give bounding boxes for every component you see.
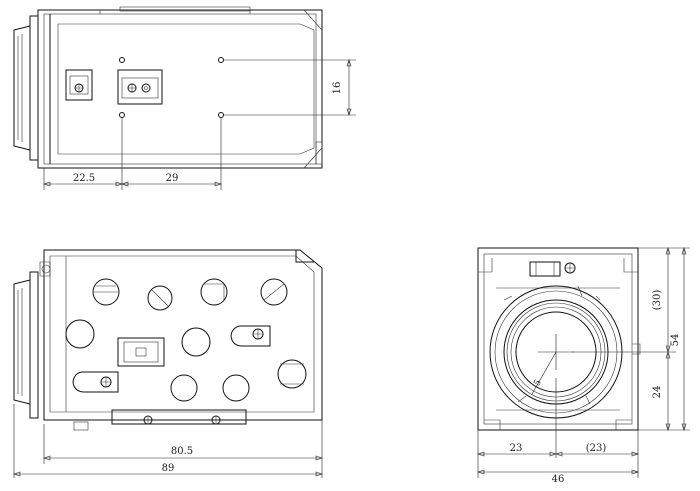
top-view-clip-left — [65, 69, 93, 101]
side-view-dimensions — [13, 404, 323, 478]
dim-side-80-5: 80.5 — [171, 446, 193, 457]
side-view-clip-right — [230, 325, 271, 347]
side-view: 80.5 89 — [13, 249, 323, 478]
side-view-openings — [65, 278, 307, 402]
top-view-clip-mid — [117, 69, 163, 105]
dim-front-30-paren: (30) — [652, 290, 663, 311]
top-view-dimensions — [43, 59, 356, 190]
top-view-mounting-holes — [119, 57, 224, 118]
top-view-body — [37, 6, 323, 169]
dim-front-23: 23 — [510, 443, 523, 454]
dim-side-89: 89 — [162, 463, 175, 474]
side-view-body — [39, 249, 323, 431]
dim-top-22-5: 22.5 — [73, 173, 95, 184]
lens-label: 5 — [533, 378, 545, 388]
side-view-clip-left — [72, 371, 119, 393]
front-view-dimensions — [477, 247, 690, 478]
dim-top-29: 29 — [166, 173, 179, 184]
dim-front-24: 24 — [652, 386, 663, 399]
front-view-housing — [477, 247, 641, 431]
dim-front-46: 46 — [552, 474, 565, 485]
front-view-centerlines — [531, 334, 574, 458]
front-view: 23 (23) 46 (30) 24 54 5 — [477, 247, 690, 485]
top-view-lens-flange — [13, 15, 39, 161]
dim-front-54: 54 — [670, 334, 681, 347]
top-view: 22.5 29 16 — [13, 6, 356, 190]
side-view-lens-flange — [13, 271, 39, 419]
side-view-clip-center — [117, 337, 165, 367]
dim-top-16: 16 — [332, 82, 343, 95]
dim-front-23-paren: (23) — [586, 443, 607, 454]
